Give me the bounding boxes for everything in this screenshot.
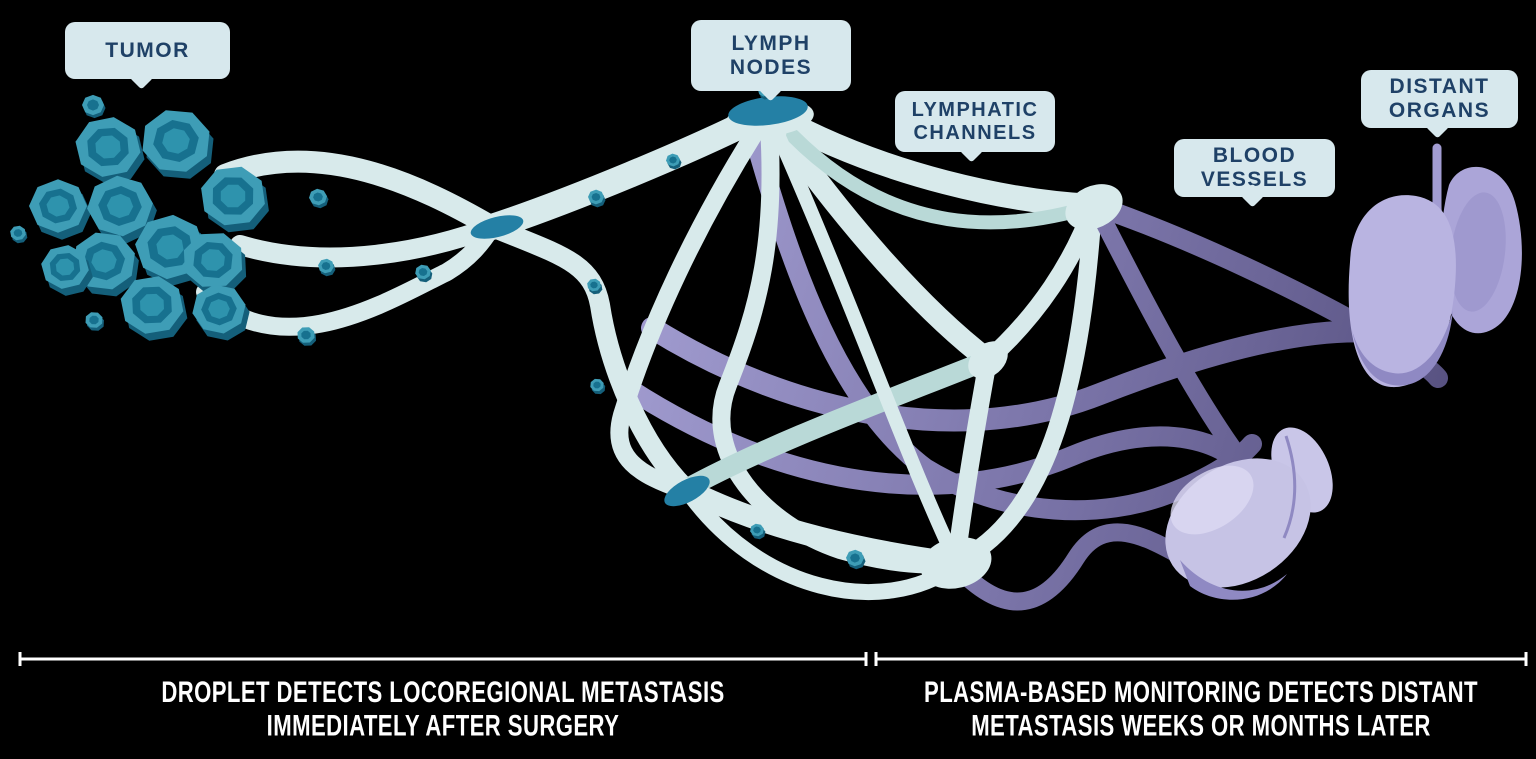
lungs (1348, 143, 1522, 388)
circulating-cell-ring (850, 553, 860, 563)
lung-bottom-shadow (1352, 310, 1453, 386)
callout-label: DISTANT (1389, 75, 1490, 99)
circulating-cell-ring (87, 99, 99, 111)
tumor-cell-core (55, 258, 75, 276)
circulating-cell-ring (753, 526, 761, 534)
circulating-cell-ring (313, 192, 323, 202)
lymphatic-channels-group (196, 99, 1105, 600)
callout-label: VESSELS (1200, 168, 1309, 191)
tumor-cell-core (95, 135, 121, 159)
lymph-node (728, 96, 808, 126)
callout-blood-vessels: BLOOD VESSELS (1174, 139, 1335, 208)
callout-lymph-nodes: LYMPH NODES (691, 20, 851, 102)
organ-crease (1282, 435, 1297, 539)
organ-bottom-shadow (1180, 560, 1287, 600)
lymphatic-vessel-path (196, 218, 501, 336)
callout-label: TUMOR (105, 38, 190, 62)
lymphatic-vessel-path (214, 150, 503, 238)
timeline-bracket-left (18, 652, 868, 666)
tumor-and-cells (10, 85, 949, 570)
tumor-cell-core (208, 299, 230, 319)
lymphatic-vessel-path (756, 100, 1105, 218)
lymph-node (664, 475, 710, 507)
circulating-cell-ring (418, 268, 428, 276)
lung-right-shade (1450, 192, 1506, 312)
junction-swelling (1065, 184, 1123, 230)
callout-tumor: TUMOR (65, 22, 230, 90)
tumor-cell-core (162, 128, 190, 154)
caption-line: METASTASIS WEEKS OR MONTHS LATER (971, 709, 1431, 743)
circulating-cell-ring (591, 193, 601, 201)
lymphatic-vessel-path (230, 217, 502, 268)
circulating-cell-ring (321, 262, 331, 270)
tumor-cell-core (140, 293, 164, 317)
timeline-brackets (18, 652, 1528, 666)
lymphatic-vessel-path (786, 129, 1097, 230)
lymphatic-vessel-path (675, 478, 966, 574)
callout-label: NODES (729, 55, 813, 79)
abdominal-organ (1165, 427, 1333, 600)
lymphatic-vessel-path (757, 101, 999, 371)
callout-distant-organs: DISTANT ORGANS (1361, 70, 1518, 139)
lymph-node-lenses (470, 96, 808, 507)
blood-vessel-path (1091, 205, 1253, 473)
lymphatic-vessel-path (610, 103, 777, 499)
caption-locoregional: DROPLET DETECTS LOCOREGIONAL METASTASIS … (161, 676, 724, 744)
callout-lymphatic-channels: LYMPHATIC CHANNELS (895, 91, 1055, 163)
lymphatic-vessel-path (761, 105, 963, 569)
callout-label: CHANNELS (913, 121, 1037, 144)
lymphatic-vessel-path (676, 350, 998, 499)
caption-line: DROPLET DETECTS LOCOREGIONAL METASTASIS (161, 676, 725, 709)
callout-label: LYMPH (731, 31, 811, 55)
junction-swelling (920, 537, 992, 589)
tumor-cell-core (106, 193, 134, 219)
tumor-cell-core (156, 234, 184, 260)
tumor-cell-core (46, 195, 70, 217)
circulating-cell-ring (301, 330, 311, 340)
lymphatic-vessel-path (947, 351, 997, 571)
callout-label: BLOOD (1212, 144, 1297, 168)
circulating-cell-ring (13, 229, 23, 237)
lymphatic-vessel-path (482, 217, 695, 498)
circulating-cell-ring (669, 156, 677, 164)
circulating-cell-ring (590, 281, 598, 289)
caption-plasma: PLASMA-BASED MONITORING DETECTS DISTANT … (924, 676, 1478, 744)
lung-left-lobe (1348, 195, 1456, 388)
organ-highlight (1170, 465, 1254, 535)
timeline-bracket-right (874, 652, 1528, 666)
caption-line: IMMEDIATELY AFTER SURGERY (266, 709, 620, 743)
lymphatic-vessel-path (947, 199, 1102, 571)
callout-label: ORGANS (1388, 99, 1491, 122)
junction-swelling (968, 341, 1008, 379)
blood-vessel-path (641, 317, 1411, 432)
tumor-cell-core (91, 249, 117, 273)
callout-label: LYMPHATIC (911, 99, 1039, 122)
tumor-cell-core (201, 249, 225, 271)
circulating-cell-ring (593, 381, 601, 389)
lymphatic-vessel-path (678, 481, 963, 600)
circulating-cell-ring (89, 315, 99, 325)
caption-line: PLASMA-BASED MONITORING DETECTS DISTANT (924, 676, 1478, 709)
tumor-cell-core (220, 184, 246, 208)
lymph-node (470, 215, 524, 239)
